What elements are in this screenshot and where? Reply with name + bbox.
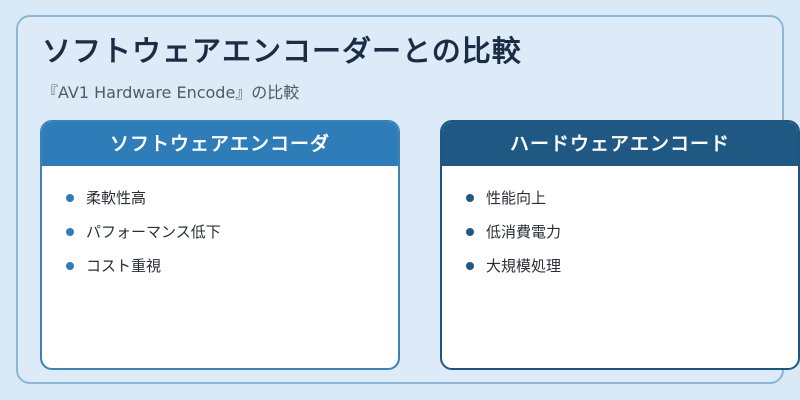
bullet-icon — [66, 262, 74, 270]
hardware-encoder-header: ハードウェアエンコード — [442, 122, 798, 166]
bullet-icon — [66, 194, 74, 202]
list-item: 大規模処理 — [466, 256, 798, 290]
page-title: ソフトウェアエンコーダーとの比較 — [42, 34, 522, 68]
list-item-label: 大規模処理 — [486, 257, 562, 275]
bullet-icon — [466, 262, 474, 270]
page-subtitle: 『AV1 Hardware Encode』の比較 — [42, 83, 300, 102]
hardware-encoder-list: 性能向上 低消費電力 大規模処理 — [442, 166, 798, 290]
list-item-label: 性能向上 — [486, 189, 547, 207]
software-encoder-card: ソフトウェアエンコーダ 柔軟性高 パフォーマンス低下 コスト重視 — [40, 120, 400, 370]
software-encoder-list: 柔軟性高 パフォーマンス低下 コスト重視 — [42, 166, 398, 290]
list-item: パフォーマンス低下 — [66, 222, 398, 256]
bullet-icon — [466, 194, 474, 202]
list-item: 低消費電力 — [466, 222, 798, 256]
list-item-label: コスト重視 — [86, 257, 162, 275]
list-item-label: パフォーマンス低下 — [86, 223, 221, 241]
list-item: 性能向上 — [466, 188, 798, 222]
bullet-icon — [466, 228, 474, 236]
software-encoder-header: ソフトウェアエンコーダ — [42, 122, 398, 166]
list-item-label: 柔軟性高 — [86, 189, 147, 207]
bullet-icon — [66, 228, 74, 236]
list-item: コスト重視 — [66, 256, 398, 290]
list-item-label: 低消費電力 — [486, 223, 562, 241]
hardware-encoder-card: ハードウェアエンコード 性能向上 低消費電力 大規模処理 — [440, 120, 800, 370]
list-item: 柔軟性高 — [66, 188, 398, 222]
